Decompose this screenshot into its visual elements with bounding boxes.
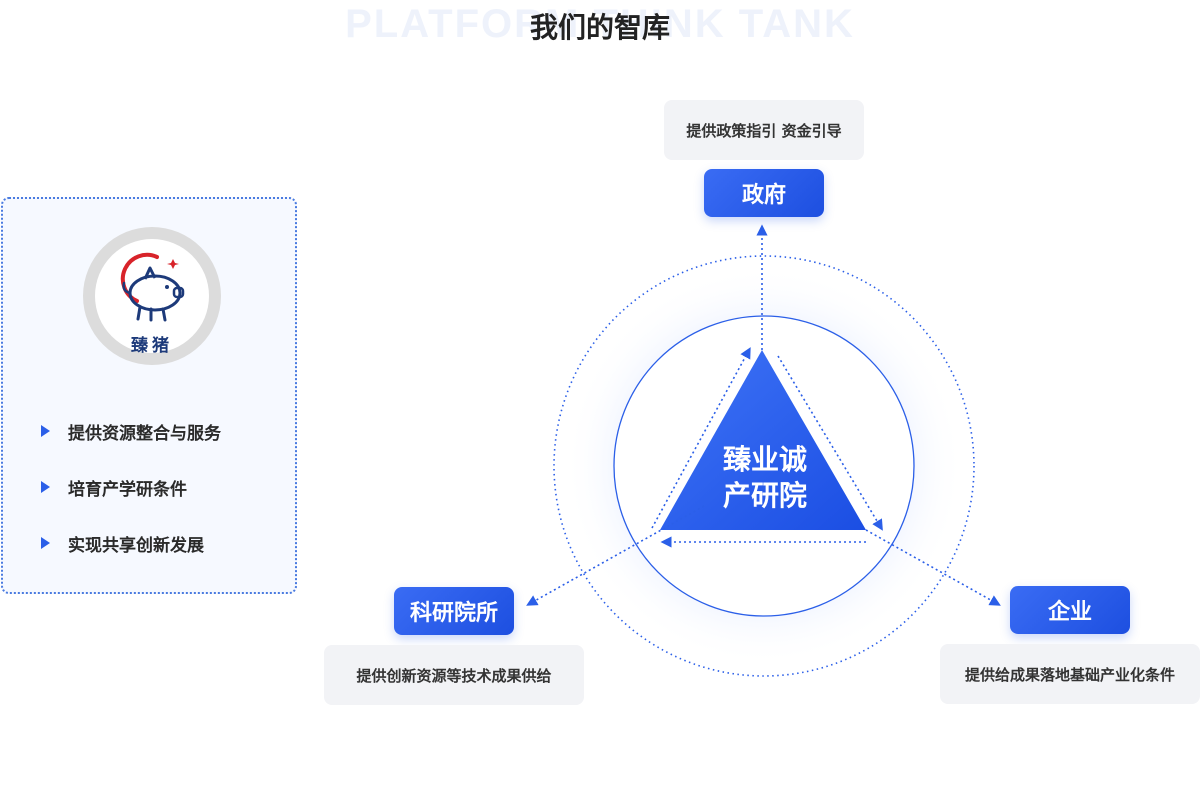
bullet-triangle-icon xyxy=(41,425,50,437)
logo: 臻猪 xyxy=(83,227,221,365)
feature-label: 实现共享创新发展 xyxy=(68,535,204,556)
edge-arrow-right xyxy=(777,355,883,531)
edge-arrow-left xyxy=(651,347,751,529)
intro-panel: 臻猪 提供资源整合与服务 培育产学研条件 实现共享创新发展 xyxy=(1,197,297,594)
feature-item: 提供资源整合与服务 xyxy=(41,419,221,444)
header-watermark: PLATFORM THINK TANK xyxy=(345,2,855,46)
bullet-triangle-icon xyxy=(41,481,50,493)
enterprise-node[interactable]: 企业 xyxy=(1010,586,1130,634)
center-label: 臻业诚 产研院 xyxy=(690,442,840,514)
research-institute-description: 提供创新资源等技术成果供给 xyxy=(324,645,584,705)
feature-item: 培育产学研条件 xyxy=(41,475,187,500)
feature-item: 实现共享创新发展 xyxy=(41,531,204,556)
enterprise-description: 提供给成果落地基础产业化条件 xyxy=(940,644,1200,704)
government-description: 提供政策指引 资金引导 xyxy=(664,100,864,160)
page-title: 我们的智库 xyxy=(529,11,670,44)
center-label-line2: 产研院 xyxy=(722,479,807,512)
arrow-to-research xyxy=(526,505,705,606)
logo-text: 臻猪 xyxy=(131,336,173,356)
bullet-triangle-icon xyxy=(41,537,50,549)
research-institute-node[interactable]: 科研院所 xyxy=(394,587,514,635)
center-triangle xyxy=(660,350,866,530)
feature-label: 提供资源整合与服务 xyxy=(68,423,221,444)
feature-label: 培育产学研条件 xyxy=(68,479,187,500)
government-node[interactable]: 政府 xyxy=(704,169,824,217)
outer-dotted-ring xyxy=(553,255,975,677)
center-label-line1: 臻业诚 xyxy=(722,443,807,476)
pig-logo-icon xyxy=(120,252,185,322)
